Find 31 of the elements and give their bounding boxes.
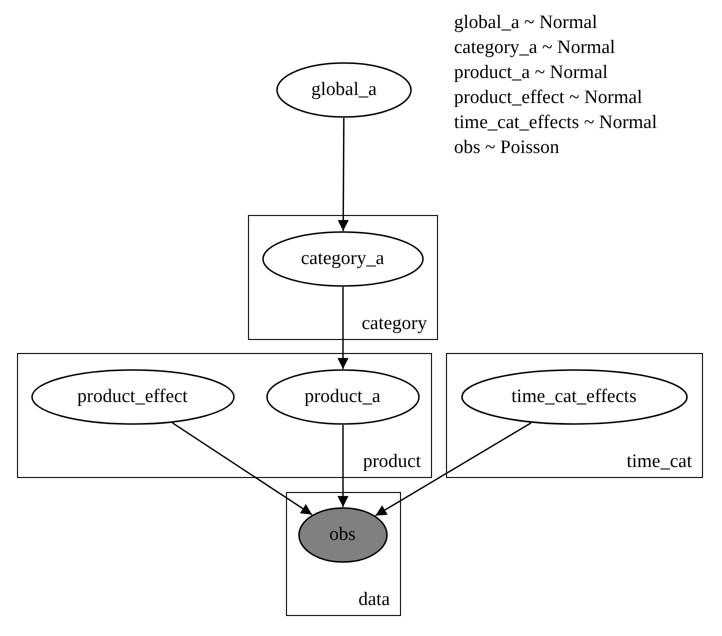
arrow [172, 422, 312, 516]
distribution-note: obs ~ Poisson [454, 136, 560, 160]
variable-label: category_a [300, 248, 384, 270]
arrow [338, 118, 349, 231]
distribution-note: global_a ~ Normal [454, 11, 598, 35]
variable-label: product_a [304, 386, 380, 408]
observed-variable-ellipse [298, 506, 388, 562]
plate-label: category [362, 313, 427, 335]
arrow [338, 287, 348, 369]
arrow [375, 422, 532, 516]
plate-box [248, 215, 438, 340]
plate-box [286, 492, 401, 616]
variable-ellipse [266, 368, 420, 424]
variable-ellipse [276, 62, 412, 118]
distribution-note: product_effect ~ Normal [454, 86, 644, 110]
plate-label: time_cat [626, 451, 692, 473]
plate-label: data [358, 589, 390, 611]
variable-label: time_cat_effects [511, 386, 637, 408]
plate-box [446, 353, 703, 478]
variable-ellipse [30, 368, 234, 424]
variable-label: obs [329, 524, 356, 546]
variable-ellipse [460, 368, 688, 424]
distribution-note: time_cat_effects ~ Normal [454, 111, 658, 135]
variable-ellipse [262, 230, 424, 286]
plate-label: product [362, 451, 421, 473]
distribution-note: category_a ~ Normal [454, 36, 616, 60]
variable-label: product_effect [77, 386, 188, 408]
distribution-note: product_a ~ Normal [454, 61, 609, 85]
variable-label: global_a [311, 79, 377, 101]
plate-box [17, 353, 432, 478]
arrow [338, 425, 348, 507]
